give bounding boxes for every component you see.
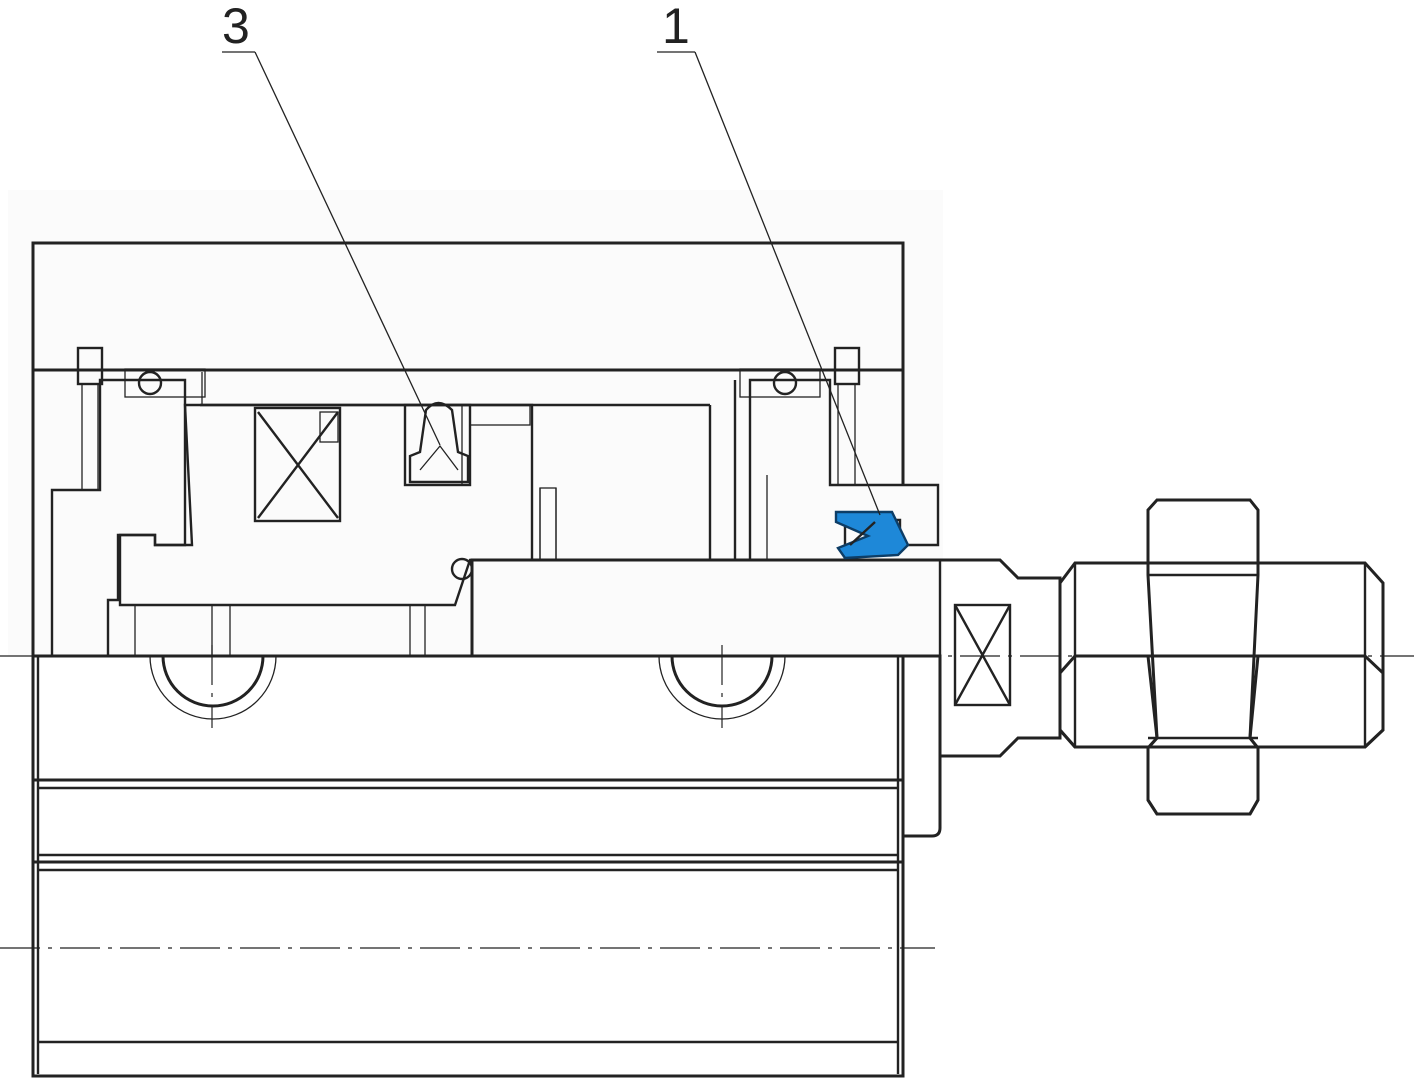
barrel-wall-section — [31, 241, 905, 656]
o-ring-rod-piston — [450, 557, 474, 581]
o-ring-front-cover — [772, 370, 798, 396]
callout-label-3: 3 — [222, 0, 250, 54]
callout-label-1: 1 — [662, 0, 690, 54]
rod-thread-and-nut — [1058, 498, 1385, 816]
bore-lines — [200, 372, 737, 561]
section-backdrop — [8, 190, 943, 656]
rod-wrench-flats — [953, 603, 1012, 707]
rod-seal-1-highlighted — [834, 510, 910, 560]
piston-section — [118, 401, 534, 607]
port-boss-left — [161, 655, 265, 708]
cylinder-body-exterior — [31, 654, 942, 1078]
o-ring-rear-cover — [137, 370, 163, 396]
leader-lines — [222, 51, 881, 516]
magnet-ring — [253, 406, 342, 523]
